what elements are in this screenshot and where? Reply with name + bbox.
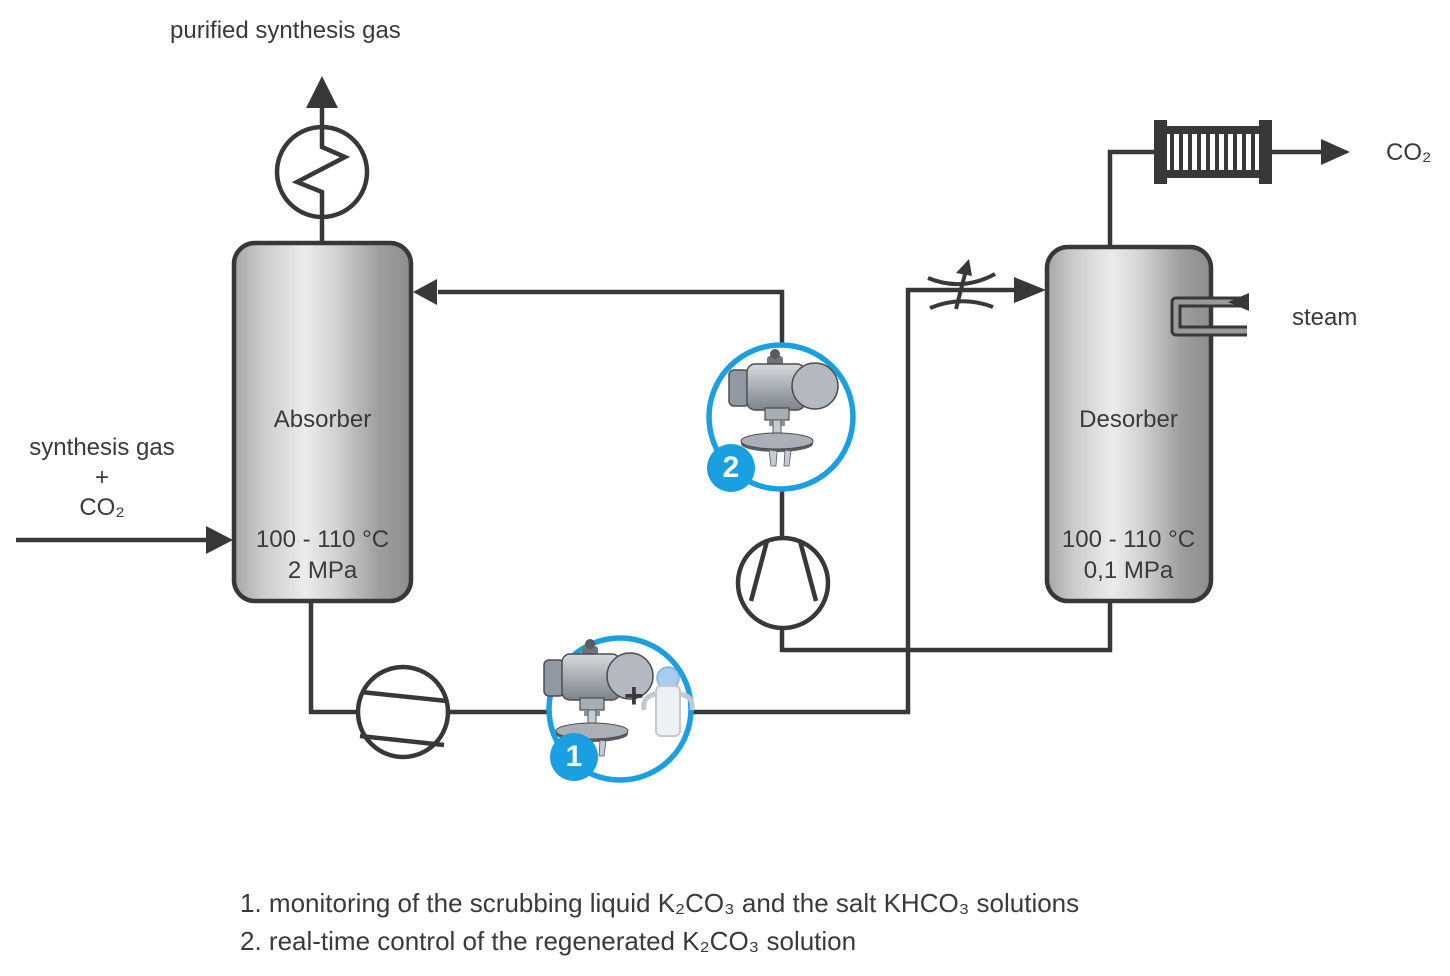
feed-label-line3: CO₂ (79, 494, 125, 521)
label-purified-gas: purified synthesis gas (170, 17, 401, 44)
absorber-temperature: 100 - 110 °C (255, 526, 390, 553)
label-co2-outlet: CO₂ (1386, 139, 1432, 166)
desorber-pressure: 0,1 MPa (1083, 557, 1174, 584)
instrument-1-badge: 1 (550, 733, 598, 781)
cooler-top-bar (1166, 126, 1260, 134)
feed-label: synthesis gas + CO₂ (8, 433, 196, 523)
pump-riser-vanes (748, 540, 819, 602)
pump-bottom-vanes (359, 689, 448, 748)
pump-bottom-circle (355, 664, 451, 760)
pump-riser-circle (735, 535, 831, 631)
desorber-vessel (1044, 244, 1214, 604)
pipe-rich-solution-loop (308, 287, 1015, 715)
fin-cooler-icon (1154, 120, 1272, 184)
heat-exchanger-icon (274, 124, 370, 220)
steam-coil-icon (1170, 293, 1249, 337)
steam-coil-inner (1173, 299, 1247, 334)
valve-lower-arc (929, 299, 994, 310)
instrument-2-badge: 2 (707, 444, 755, 492)
cooler-bottom-bar (1166, 170, 1260, 178)
arrowhead-feed-inlet (206, 526, 233, 554)
caption-notes: 1. monitoring of the scrubbing liquid K₂… (240, 884, 1079, 960)
arrowhead-into-absorber (413, 279, 437, 305)
density-meter-illustration-2 (728, 349, 839, 467)
pump-bottom-icon (355, 664, 451, 760)
pipe-network (16, 76, 1350, 715)
valve-arrowhead (956, 259, 972, 276)
desorber-temperature: 100 - 110 °C (1061, 526, 1196, 553)
instrument-1-plus-sign: + (624, 677, 644, 715)
steam-arrowhead (1228, 293, 1249, 311)
pipe-lean-solution-loop (438, 289, 1113, 653)
expansion-valve-icon (927, 259, 996, 310)
pipe-desorber-overhead (1107, 149, 1156, 245)
note-1: 1. monitoring of the scrubbing liquid K₂… (240, 888, 1080, 918)
desorber-name: Desorber (1079, 406, 1178, 433)
absorber-name: Absorber (273, 406, 372, 433)
arrowhead-into-desorber (1014, 277, 1046, 303)
heat-exchanger-circle (274, 124, 370, 220)
cooler-fins (1168, 131, 1258, 173)
cooler-right-cap (1259, 120, 1272, 184)
feed-label-line2: + (94, 464, 109, 491)
refractometer-illustration (641, 666, 695, 737)
arrowhead-co2-outlet (1321, 139, 1350, 165)
label-steam: steam (1292, 304, 1358, 331)
arrowhead-purified-gas (306, 76, 338, 108)
cooler-left-cap (1154, 120, 1167, 184)
absorber-pressure: 2 MPa (287, 557, 358, 584)
heat-exchanger-zigzag (291, 128, 351, 216)
valve-arrow-shaft (954, 269, 968, 310)
feed-label-line1: synthesis gas (29, 434, 175, 461)
absorber-vessel (231, 240, 414, 604)
density-meter-illustration-1 (543, 639, 654, 757)
pump-riser-icon (735, 535, 831, 631)
note-2: 2. real-time control of the regenerated … (240, 926, 857, 956)
